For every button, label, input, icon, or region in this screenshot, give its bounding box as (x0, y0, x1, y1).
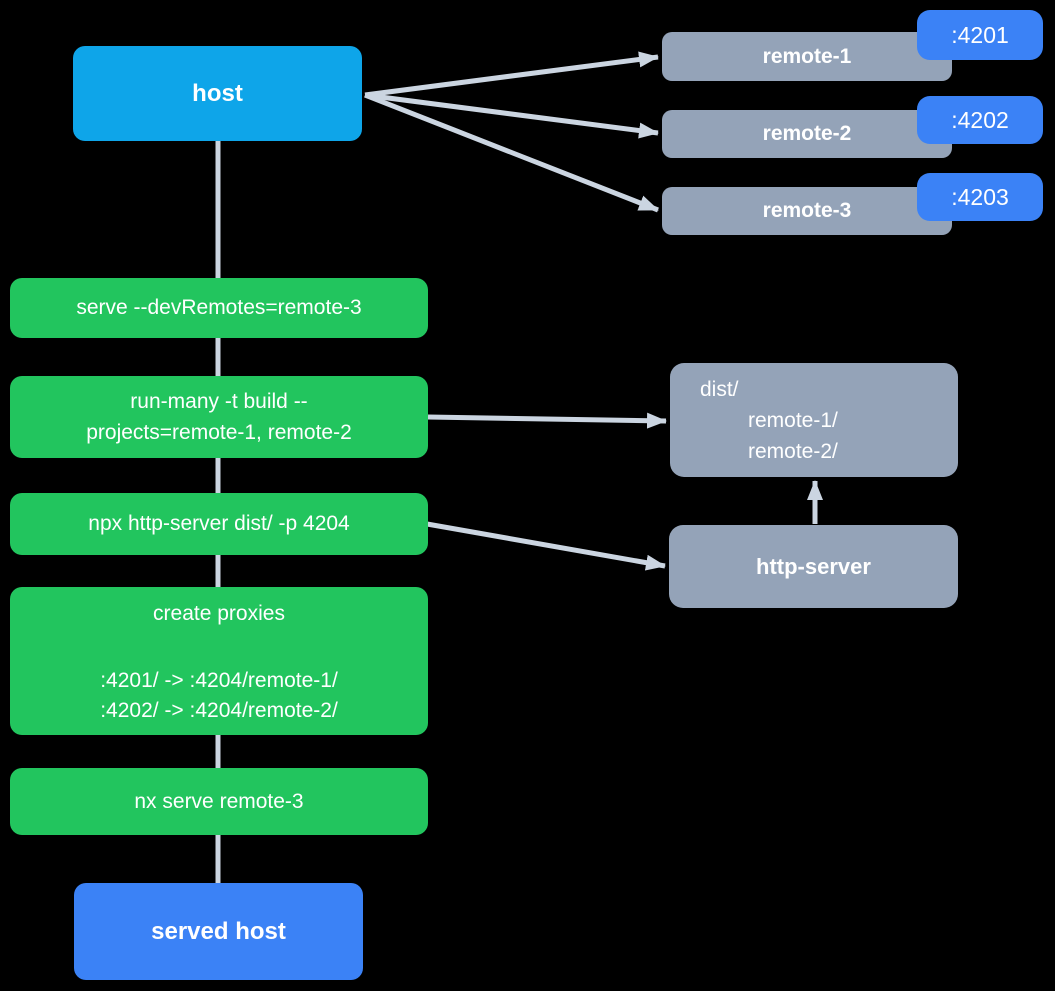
arrow-build-to-dist (427, 412, 667, 429)
step-create-proxies-node: create proxies :4201/ -> :4204/remote-1/… (10, 587, 428, 735)
arrow-serve-to-http-server (426, 521, 666, 571)
remote-2-label: remote-2 (762, 122, 852, 145)
dist-node: dist/ remote-1/ remote-2/ (670, 363, 958, 477)
proxy-mapping-line-1: :4201/ -> :4204/remote-1/ (100, 669, 338, 692)
step-serve-node: serve --devRemotes=remote-3 (10, 278, 428, 338)
step-nx-serve-label: nx serve remote-3 (134, 789, 304, 813)
port-badge-4202-label: :4202 (951, 106, 1009, 133)
host-label: host (192, 79, 243, 107)
proxy-mapping-line-2: :4202/ -> :4204/remote-2/ (100, 699, 338, 722)
port-badge-4201-label: :4201 (951, 21, 1009, 48)
remote-1-node: remote-1 (662, 32, 952, 81)
step-http-server-node: npx http-server dist/ -p 4204 (10, 493, 428, 555)
remote-3-label: remote-3 (762, 199, 852, 222)
remote-2-node: remote-2 (662, 110, 952, 158)
dist-line-remote-1: remote-1/ (748, 409, 838, 432)
step-run-many-line-2: projects=remote-1, remote-2 (86, 421, 352, 444)
step-create-proxies-title: create proxies (153, 602, 285, 625)
step-run-many-line-1: run-many -t build -- (130, 390, 308, 413)
port-badge-4203: :4203 (917, 173, 1043, 221)
served-host-node: served host (74, 883, 363, 980)
http-server-label: http-server (756, 553, 871, 579)
port-badge-4202: :4202 (917, 96, 1043, 144)
remote-3-node: remote-3 (662, 187, 952, 235)
dist-line-root: dist/ (700, 378, 739, 401)
arrow-host-to-remote-3 (364, 92, 659, 213)
served-host-label: served host (151, 917, 286, 945)
http-server-node: http-server (669, 525, 958, 608)
step-serve-label: serve --devRemotes=remote-3 (76, 296, 362, 319)
step-http-server-label: npx http-server dist/ -p 4204 (88, 512, 350, 535)
step-nx-serve-node: nx serve remote-3 (10, 768, 428, 835)
step-run-many-node: run-many -t build -- projects=remote-1, … (10, 376, 428, 458)
arrow-host-to-remote-1 (364, 51, 659, 98)
arrow-host-to-remote-2 (364, 92, 659, 139)
host-node: host (73, 46, 362, 141)
port-badge-4203-label: :4203 (951, 183, 1009, 210)
remote-1-label: remote-1 (762, 44, 852, 68)
port-badge-4201: :4201 (917, 10, 1043, 60)
dist-line-remote-2: remote-2/ (748, 440, 838, 463)
